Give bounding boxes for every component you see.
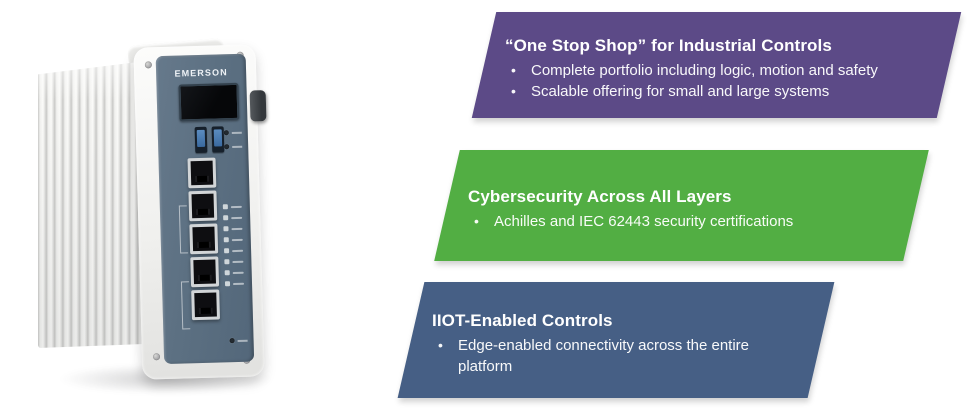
banner-bullets: • Achilles and IEC 62443 security certif…: [468, 211, 890, 232]
control-knob: [249, 90, 267, 122]
brand-label: EMERSON: [174, 67, 228, 79]
front-panel: EMERSON: [133, 44, 267, 380]
banner-iiot: IIOT-Enabled Controls • Edge-enabled con…: [397, 282, 835, 398]
ethernet-port: [190, 256, 220, 288]
bullet-marker: •: [474, 212, 479, 229]
led-indicator: [224, 281, 245, 287]
usb-ports: [194, 126, 225, 154]
bullet-item: • Edge-enabled connectivity across the e…: [438, 335, 795, 377]
device-display: [178, 82, 240, 122]
led-indicator: [229, 338, 248, 344]
ethernet-port: [188, 190, 218, 222]
usb-port: [211, 126, 225, 153]
led-indicator: [223, 215, 243, 221]
led-indicator: [224, 144, 243, 150]
screw-icon: [144, 61, 152, 69]
bullet-marker: •: [511, 61, 516, 78]
banner-cybersecurity: Cybersecurity Across All Layers • Achill…: [434, 150, 929, 261]
bullet-text: Achilles and IEC 62443 security certific…: [494, 212, 794, 230]
led-indicator: [223, 130, 242, 136]
bullet-text: Edge-enabled connectivity across the ent…: [458, 336, 750, 375]
bullet-item: • Scalable offering for small and large …: [511, 81, 923, 102]
bullet-text: Scalable offering for small and large sy…: [531, 82, 830, 100]
ethernet-port: [187, 157, 217, 189]
port-group-bracket: [178, 205, 189, 254]
port-group-bracket: [180, 281, 191, 330]
usb-port: [194, 126, 208, 154]
ethernet-ports: [187, 157, 221, 321]
screw-icon: [152, 353, 161, 361]
led-indicator: [222, 204, 242, 210]
ethernet-port: [191, 289, 221, 321]
led-indicator: [224, 270, 244, 276]
bullet-item: • Complete portfolio including logic, mo…: [511, 60, 923, 81]
banner-title: IIOT-Enabled Controls: [432, 310, 613, 330]
bullet-text: Complete portfolio including logic, moti…: [531, 61, 878, 79]
face-plate: EMERSON: [155, 53, 255, 365]
bullet-marker: •: [511, 82, 516, 99]
led-indicators: [222, 204, 245, 287]
banner-title: “One Stop Shop” for Industrial Controls: [505, 35, 832, 55]
banner-title: Cybersecurity Across All Layers: [468, 186, 732, 206]
led-indicator: [224, 248, 244, 254]
banner-one-stop-shop: “One Stop Shop” for Industrial Controls …: [471, 12, 962, 118]
bullet-marker: •: [438, 336, 443, 353]
controller-device: EMERSON: [30, 30, 280, 400]
led-indicator: [223, 226, 243, 232]
led-indicator: [223, 237, 243, 243]
banner-bullets: • Complete portfolio including logic, mo…: [505, 60, 923, 102]
ethernet-port: [189, 223, 219, 255]
banner-bullets: • Edge-enabled connectivity across the e…: [432, 335, 795, 377]
led-indicator: [224, 259, 244, 265]
bullet-item: • Achilles and IEC 62443 security certif…: [474, 211, 890, 232]
